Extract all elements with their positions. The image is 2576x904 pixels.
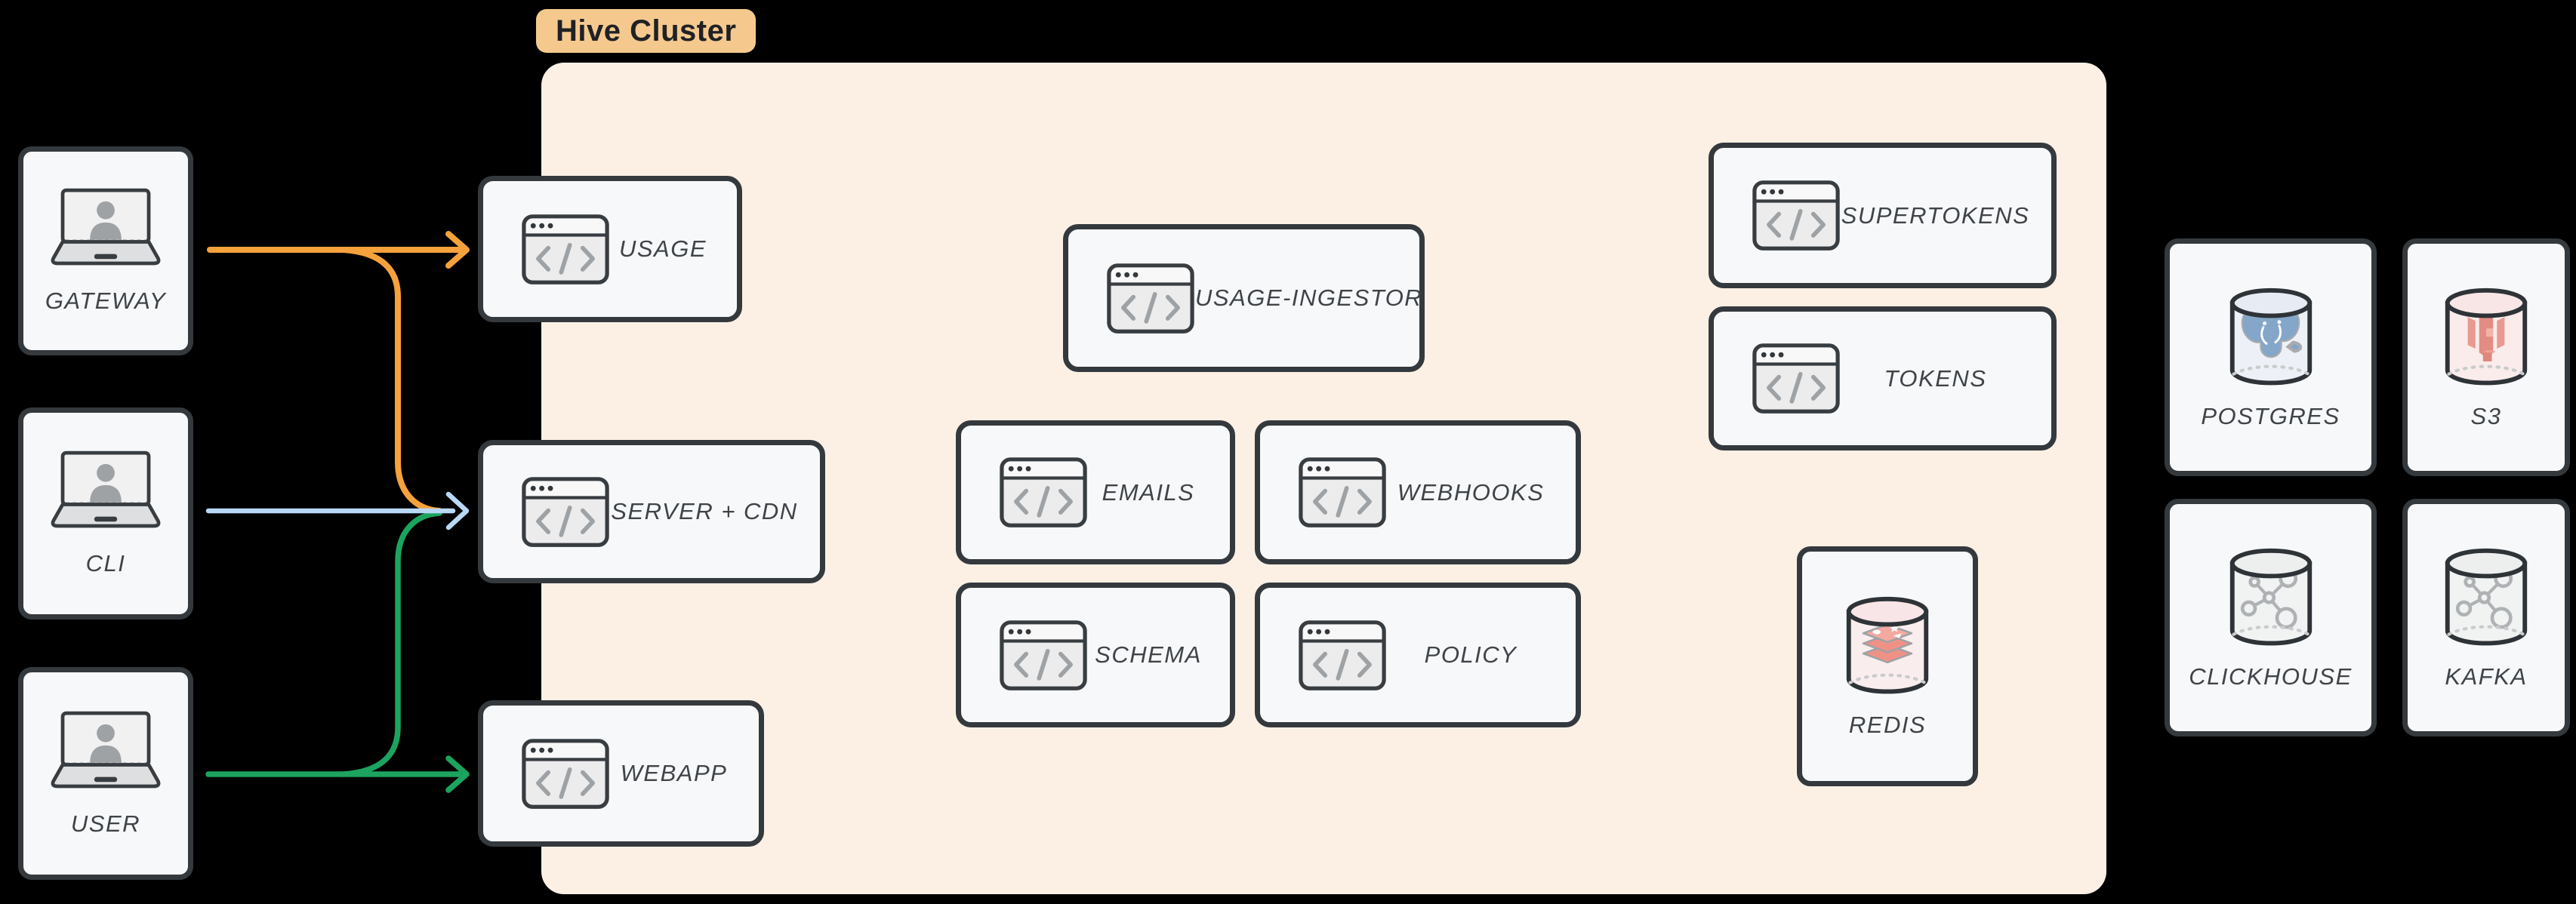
service-node-policy: POLICY <box>1255 583 1581 727</box>
service-node-redis: REDIS <box>1797 546 1978 786</box>
database-label: POSTGRES <box>2201 402 2340 429</box>
code-window-icon <box>1752 343 1841 414</box>
service-label: USAGE-INGESTOR <box>1195 284 1423 311</box>
database-node-postgres: POSTGRES <box>2165 238 2377 476</box>
code-window-icon <box>521 738 610 810</box>
database-node-kafka: KAFKA <box>2402 499 2570 736</box>
edge-user-webapp-arrowhead <box>445 755 470 793</box>
code-window-icon <box>521 214 610 285</box>
redis-database-icon <box>1840 594 1935 698</box>
edge-user-server-branch <box>340 510 442 777</box>
client-node-cli: CLI <box>18 407 193 620</box>
edge-cli-server-arrowhead <box>445 491 470 530</box>
code-window-icon <box>521 476 610 548</box>
service-node-usage: USAGE <box>478 176 742 322</box>
service-node-schema: SCHEMA <box>956 583 1235 727</box>
database-label: CLICKHOUSE <box>2189 663 2353 690</box>
laptop-user-icon <box>48 710 163 791</box>
service-label: EMAILS <box>1102 478 1195 506</box>
service-node-usage-ingestor: USAGE-INGESTOR <box>1063 224 1425 372</box>
edge-gateway-server-branch <box>340 247 442 514</box>
service-node-supertokens: SUPERTOKENS <box>1709 143 2057 288</box>
service-label: SUPERTOKENS <box>1841 201 2030 229</box>
database-label: KAFKA <box>2445 663 2528 690</box>
service-label: WEBHOOKS <box>1397 478 1545 506</box>
database-label: S3 <box>2470 402 2502 429</box>
code-window-icon <box>1106 263 1195 334</box>
service-node-server-cdn: SERVER + CDN <box>478 440 825 583</box>
service-node-tokens: TOKENS <box>1709 306 2057 450</box>
service-node-webhooks: WEBHOOKS <box>1255 420 1581 564</box>
edge-gateway-usage-arrowhead <box>445 231 470 269</box>
hive-cluster-badge: Hive Cluster <box>536 9 756 53</box>
database-node-s3: S3 <box>2402 238 2570 476</box>
client-label: GATEWAY <box>45 287 167 314</box>
client-label: USER <box>70 810 141 837</box>
laptop-user-icon <box>48 187 163 268</box>
client-label: CLI <box>85 550 126 577</box>
service-node-emails: EMAILS <box>956 420 1235 564</box>
client-node-gateway: GATEWAY <box>18 146 193 355</box>
code-window-icon <box>1298 620 1387 691</box>
code-window-icon <box>999 457 1088 528</box>
service-label: POLICY <box>1424 641 1518 668</box>
laptop-user-icon <box>48 450 163 530</box>
clickhouse-database-icon <box>2223 546 2319 650</box>
service-node-webapp: WEBAPP <box>478 700 764 847</box>
client-node-user: USER <box>18 667 193 880</box>
service-label: USAGE <box>618 235 707 262</box>
service-label: REDIS <box>1848 712 1927 738</box>
service-label: SERVER + CDN <box>611 498 798 524</box>
code-window-icon <box>999 620 1088 691</box>
service-label: WEBAPP <box>620 760 728 786</box>
s3-database-icon <box>2439 285 2534 389</box>
postgres-database-icon <box>2223 285 2319 389</box>
service-label: TOKENS <box>1884 364 1987 392</box>
service-label: SCHEMA <box>1095 641 1202 668</box>
database-node-clickhouse: CLICKHOUSE <box>2165 499 2377 736</box>
code-window-icon <box>1298 457 1387 528</box>
kafka-database-icon <box>2439 546 2534 650</box>
code-window-icon <box>1752 180 1841 251</box>
